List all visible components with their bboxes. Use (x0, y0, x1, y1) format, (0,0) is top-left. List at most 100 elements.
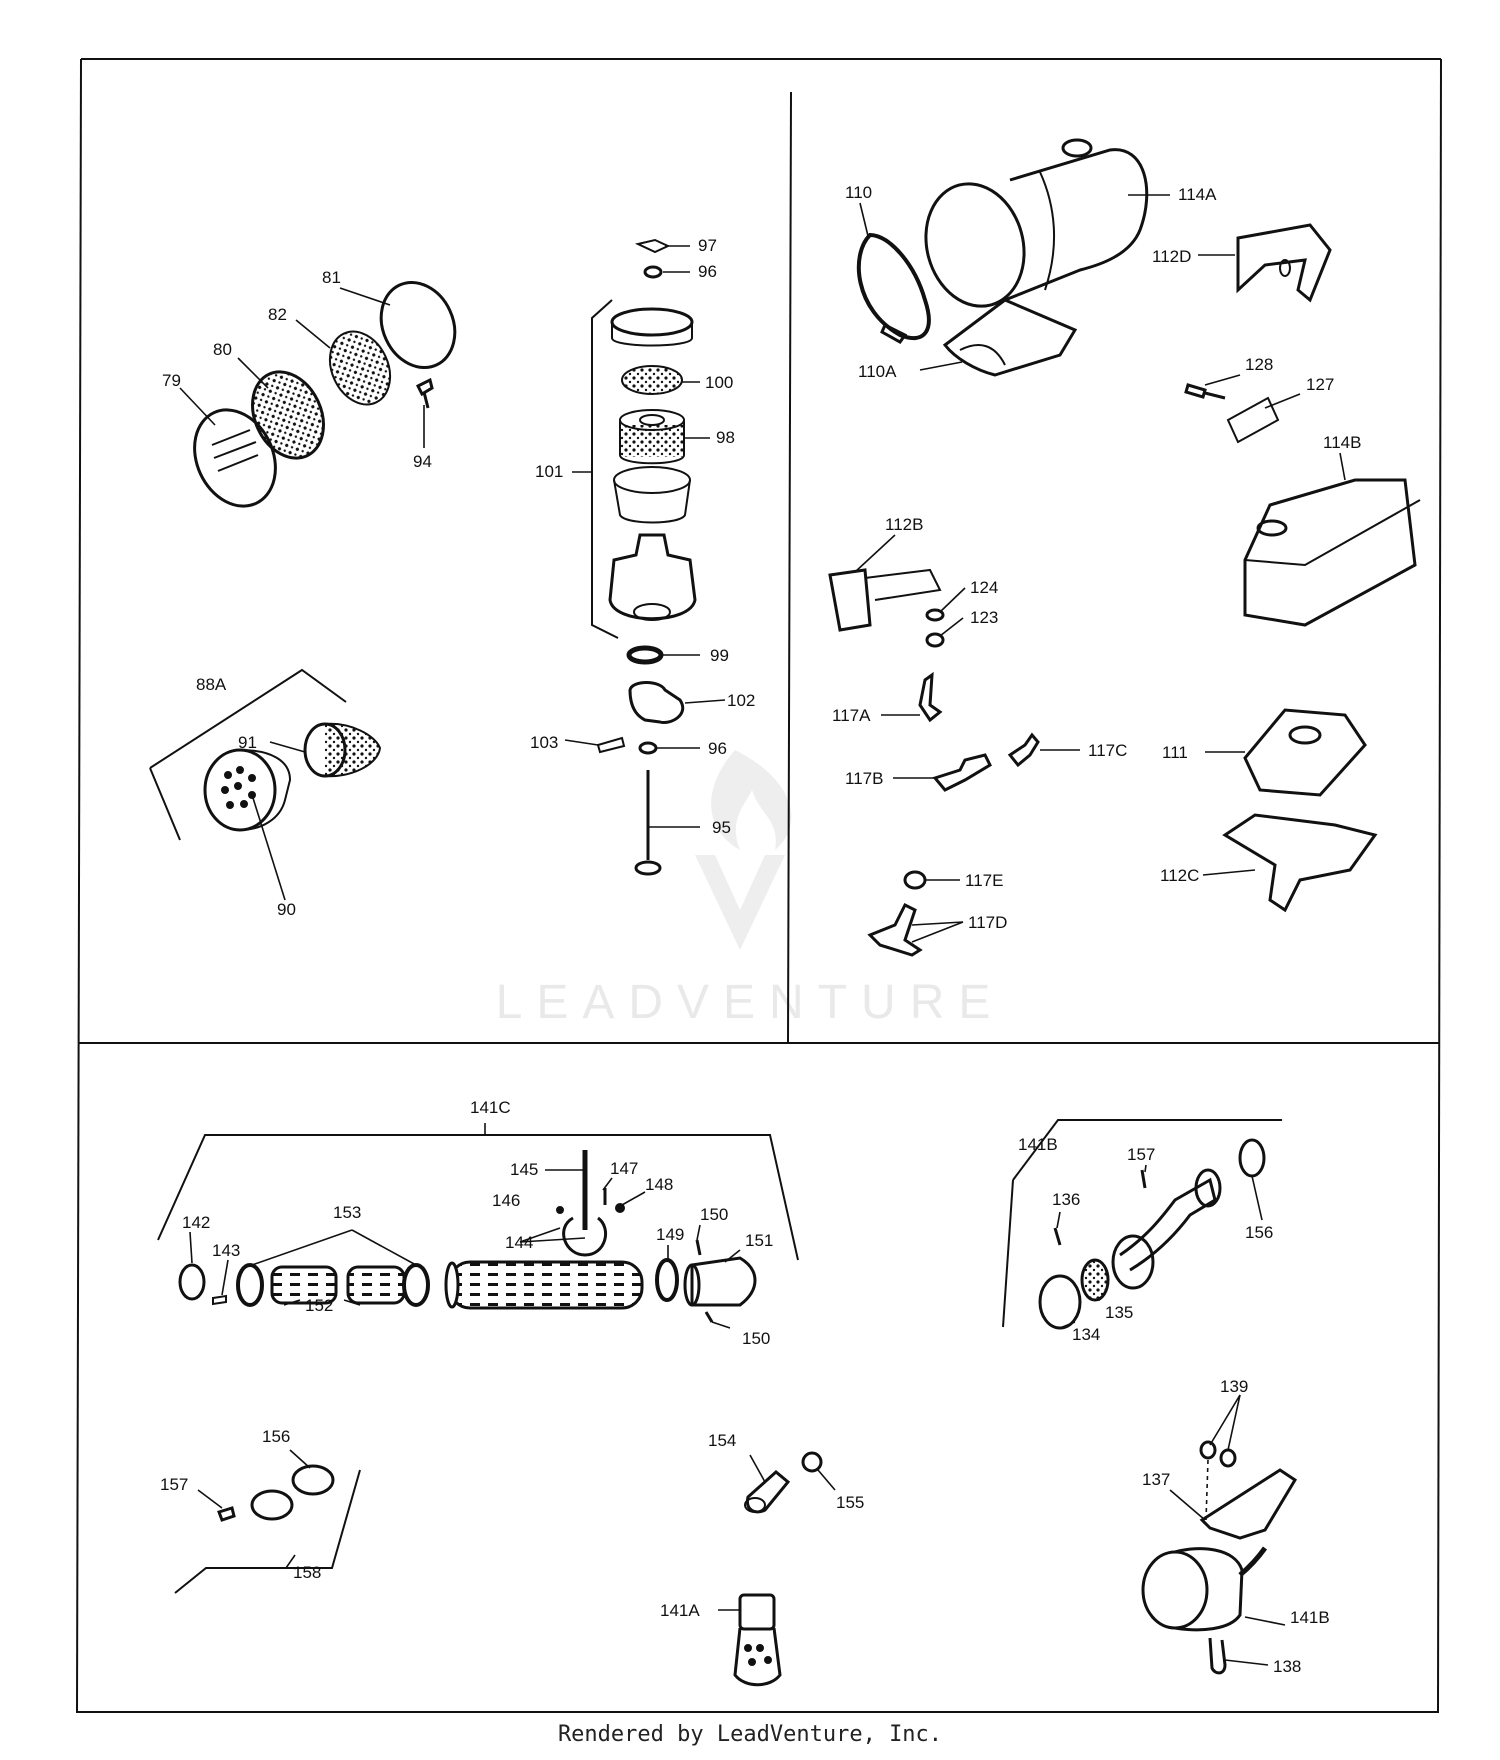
label-97: 97 (698, 236, 717, 255)
part-112b-bracket (828, 568, 942, 632)
label-110a: 110A (858, 362, 897, 381)
label-112c: 112C (1160, 866, 1199, 885)
watermark: LEADVENTURE (496, 750, 1005, 1029)
part-100-element (621, 365, 683, 395)
part-95-stud (634, 770, 662, 876)
part-148-nut (615, 1203, 625, 1213)
bracket-88a (149, 668, 347, 769)
watermark-flame-icon (711, 750, 792, 850)
label-150-top: 150 (700, 1205, 728, 1224)
part-135-element (1080, 1258, 1110, 1302)
label-136: 136 (1052, 1190, 1080, 1209)
label-144: 144 (505, 1233, 533, 1252)
part-110a-shield (942, 298, 1078, 377)
part-111-housing (1243, 708, 1367, 797)
label-101: 101 (535, 462, 563, 481)
part-157-screw-bottom (217, 1506, 236, 1522)
part-128-screw (1184, 383, 1226, 400)
part-cover-top (610, 307, 694, 347)
muffler-assembly (157, 1119, 1298, 1687)
part-144-clamp (562, 1216, 608, 1257)
label-155: 155 (836, 1493, 864, 1512)
label-153: 153 (333, 1203, 361, 1222)
label-91: 91 (238, 733, 257, 752)
label-90: 90 (277, 900, 296, 919)
label-124: 124 (970, 578, 998, 597)
watermark-text: LEADVENTURE (496, 976, 1005, 1029)
label-99: 99 (710, 646, 729, 665)
part-117c-elbow (1007, 732, 1040, 768)
label-141c: 141C (470, 1098, 511, 1117)
label-141a: 141A (660, 1601, 700, 1620)
part-152-flex-pipe-right (346, 1265, 406, 1305)
part-117d-valve (867, 902, 923, 957)
label-112b: 112B (885, 515, 923, 534)
part-98-element (619, 409, 685, 465)
part-153-clamp-left (236, 1263, 264, 1307)
part-94-screw (415, 377, 434, 409)
label-146: 146 (492, 1191, 520, 1210)
label-149: 149 (656, 1225, 684, 1244)
part-150-screw-top (695, 1239, 702, 1256)
bracket-158 (174, 1469, 361, 1594)
label-156-top: 156 (1245, 1223, 1273, 1242)
label-152: 152 (305, 1296, 333, 1315)
label-150-bottom: 150 (742, 1329, 770, 1348)
label-114a: 114A (1178, 185, 1217, 204)
label-123: 123 (970, 608, 998, 627)
part-103-screw (596, 736, 626, 754)
label-110: 110 (845, 183, 872, 202)
label-102: 102 (727, 691, 755, 710)
part-141b-muffler (1141, 1546, 1268, 1632)
part-99-gasket (626, 645, 664, 665)
label-154: 154 (708, 1431, 736, 1450)
part-157-screw-top (1140, 1169, 1147, 1189)
label-100: 100 (705, 373, 733, 392)
bracket-141b-top (1012, 1119, 1282, 1181)
label-117b: 117B (845, 769, 883, 788)
part-112c-bracket (1222, 813, 1378, 913)
label-96-bottom: 96 (708, 739, 727, 758)
label-88a: 88A (196, 675, 227, 694)
part-153-clamp-right (402, 1263, 430, 1307)
label-127: 127 (1306, 375, 1334, 394)
label-147: 147 (610, 1159, 638, 1178)
part-80-element (251, 370, 325, 460)
watermark-v-icon (695, 855, 785, 950)
part-117e-cap (903, 870, 927, 890)
label-151: 151 (745, 1231, 773, 1250)
part-156-gasket-top (1238, 1138, 1266, 1178)
part-114a-tank (924, 138, 1149, 308)
label-117d: 117D (968, 913, 1007, 932)
footer-credit: Rendered by LeadVenture, Inc. (557, 1722, 943, 1747)
label-96-top: 96 (698, 262, 717, 281)
diagram-frames (76, 58, 1442, 1713)
part-79-cover (193, 408, 277, 508)
label-137: 137 (1142, 1470, 1170, 1489)
label-81: 81 (322, 268, 341, 287)
label-143: 143 (212, 1241, 240, 1260)
part-151-spark-arrester (683, 1256, 757, 1307)
part-102-elbow (628, 681, 684, 725)
part-117b-valve (932, 753, 992, 792)
label-148: 148 (645, 1175, 673, 1194)
label-117a: 117A (832, 706, 871, 725)
part-127-clip (1226, 396, 1280, 444)
label-128: 128 (1245, 355, 1273, 374)
part-91-filter (303, 722, 382, 778)
part-146-screw (556, 1206, 564, 1214)
label-80: 80 (213, 340, 232, 359)
part-cup (613, 466, 691, 524)
part-82-screen (328, 330, 392, 406)
part-114b-tank (1243, 478, 1421, 627)
part-141a-muffler (733, 1593, 782, 1687)
part-labels: 79 80 82 81 94 97 96 100 98 101 99 102 1… (160, 183, 1361, 1676)
label-82: 82 (268, 305, 287, 324)
label-158: 158 (293, 1563, 321, 1582)
label-94: 94 (413, 452, 432, 471)
part-96-washer-bottom (638, 741, 658, 755)
label-145: 145 (510, 1160, 538, 1179)
label-112d: 112D (1152, 247, 1191, 266)
part-124-nut (925, 608, 945, 622)
label-141b-top: 141B (1018, 1135, 1058, 1154)
